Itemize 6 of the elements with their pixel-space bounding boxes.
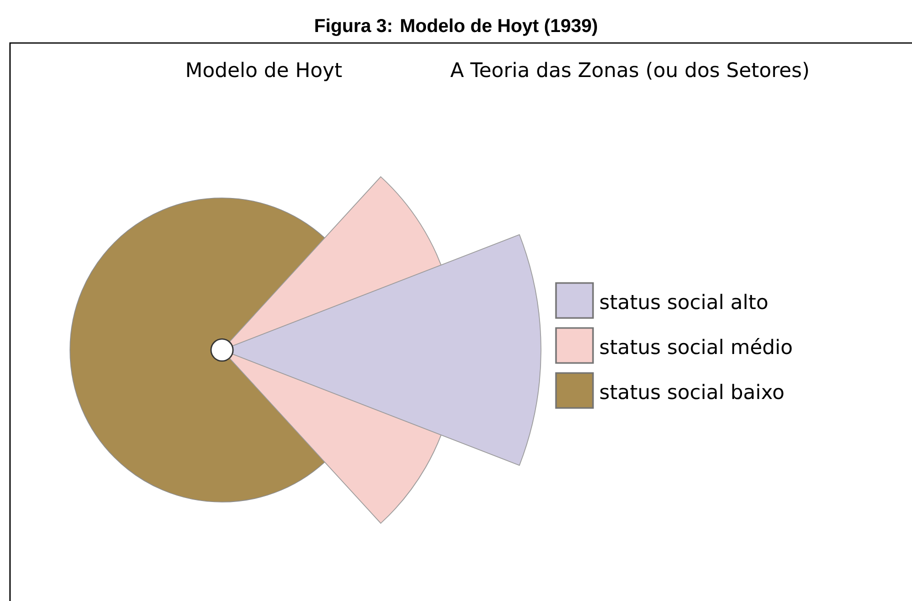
heading: Modelo de Hoyt: [187, 62, 342, 82]
heading: A Teoria das Zonas (ou dos Setores): [450, 62, 808, 80]
figure-title: Figura 3: Modelo de Hoyt (1939): [315, 18, 597, 36]
legend-label: status social baixo: [600, 384, 784, 400]
legend-label: status social médio: [600, 338, 792, 354]
legend-label: status social alto: [600, 294, 768, 310]
